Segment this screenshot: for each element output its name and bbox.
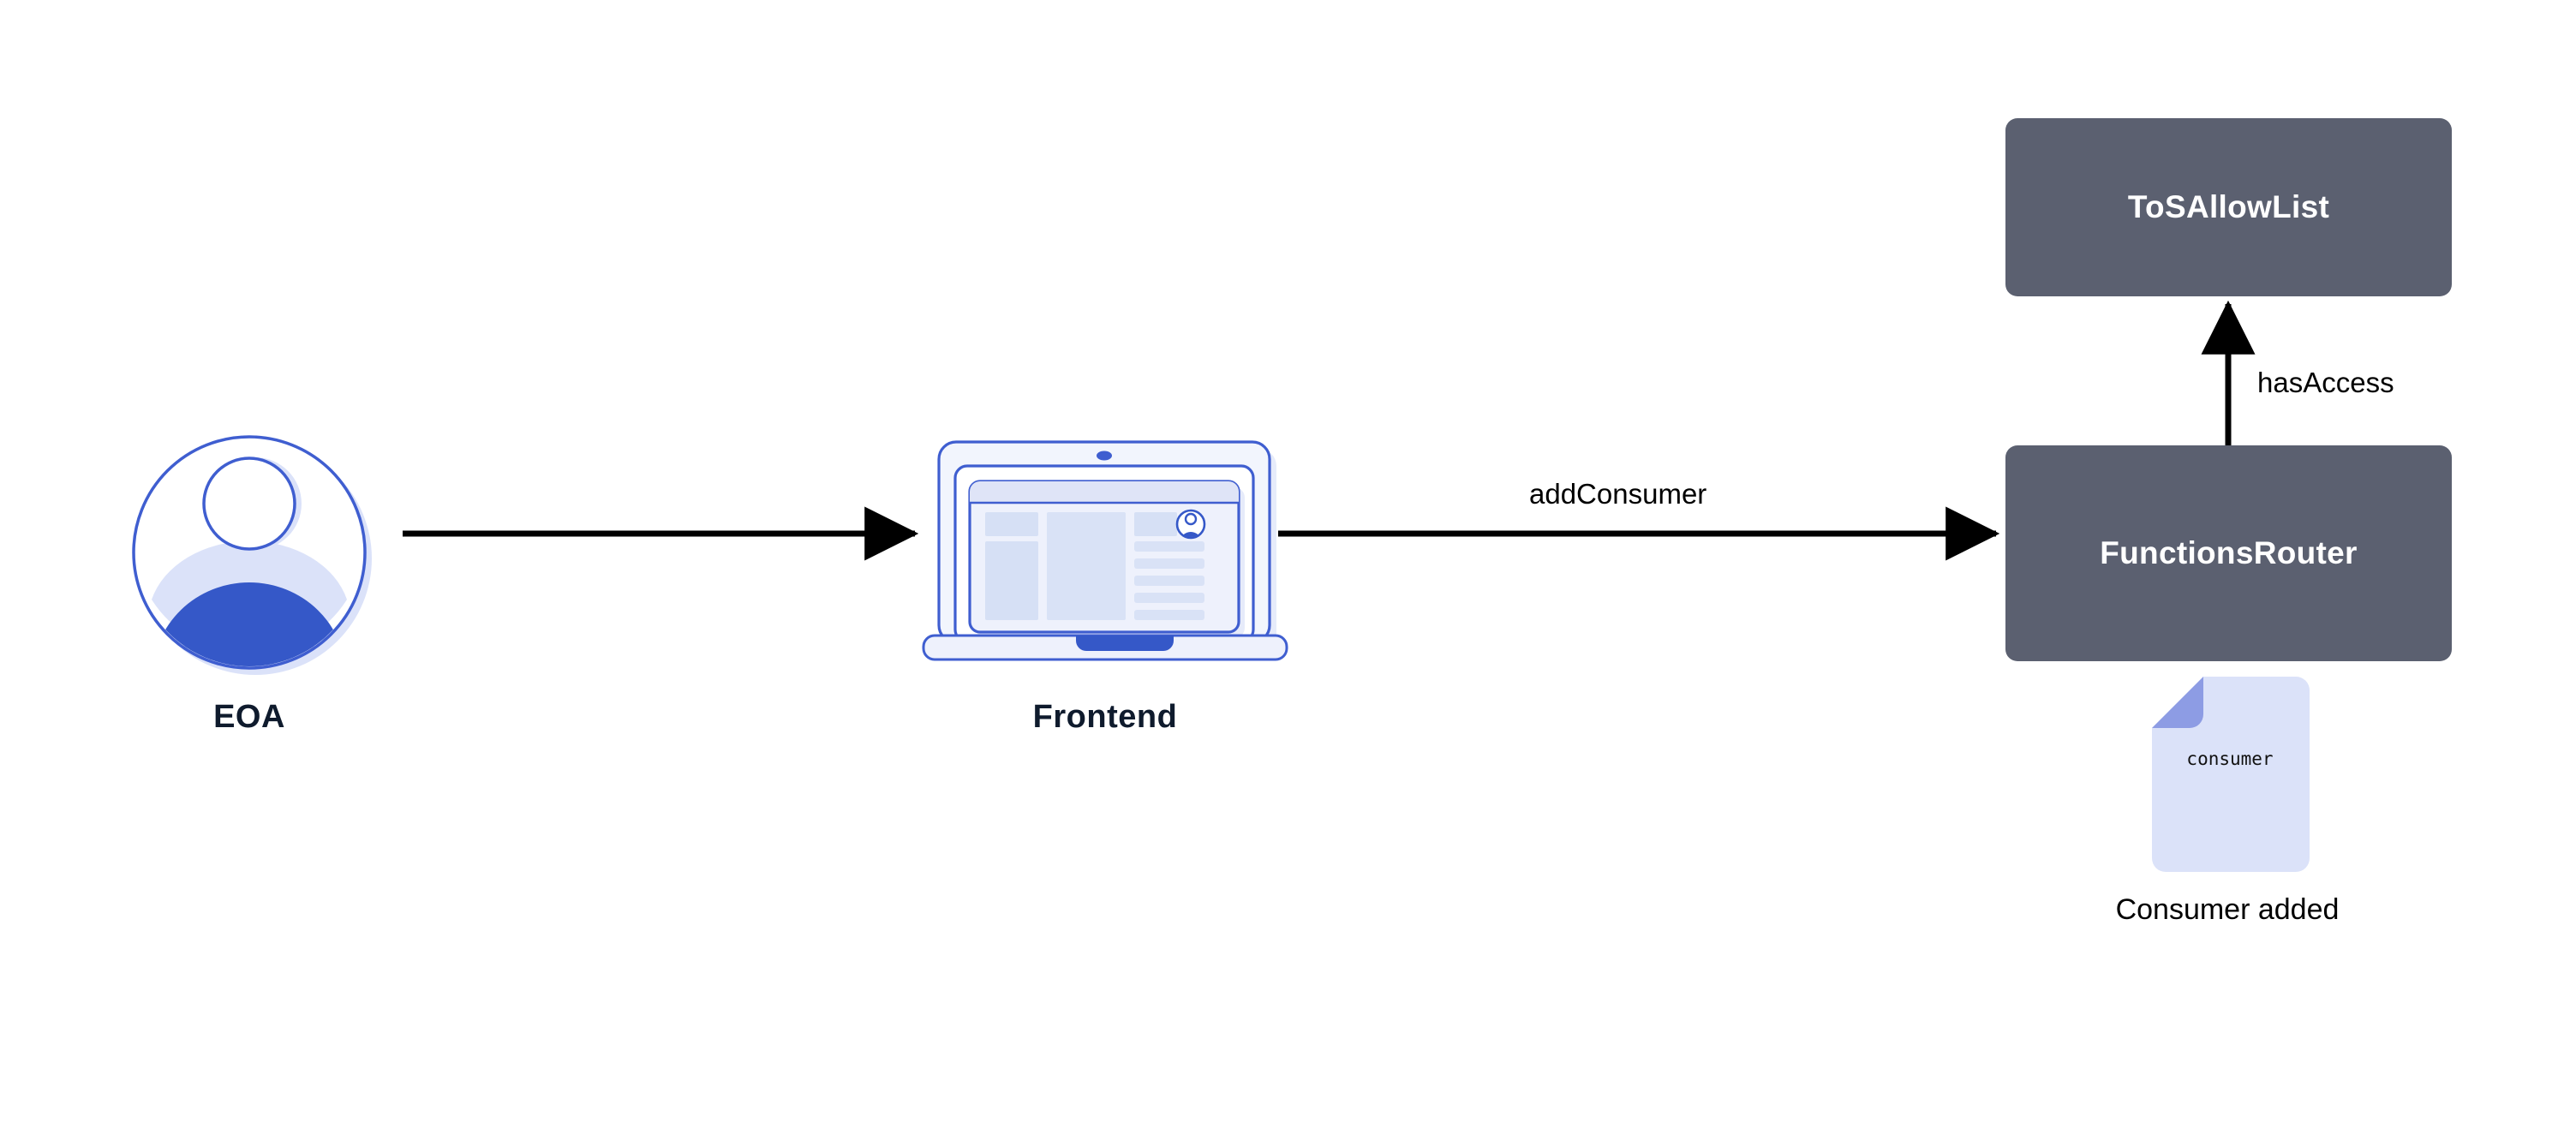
- node-frontend[interactable]: Frontend: [908, 428, 1302, 771]
- node-consumer-document[interactable]: consumer Consumer added: [2099, 675, 2356, 932]
- node-eoa-label: EOA: [213, 699, 285, 735]
- edge-label-has-access: hasAccess: [2257, 367, 2394, 398]
- laptop-icon: [922, 440, 1288, 661]
- node-tos-allow-list-label: ToSAllowList: [2127, 189, 2330, 224]
- node-tos-allow-list[interactable]: ToSAllowList: [2005, 118, 2452, 296]
- screen-user-avatar-icon: [1175, 509, 1206, 540]
- document-inner-label: consumer: [2186, 749, 2274, 769]
- node-eoa[interactable]: EOA: [125, 428, 374, 771]
- node-functions-router[interactable]: FunctionsRouter: [2005, 445, 2452, 661]
- edge-label-add-consumer: addConsumer: [1529, 478, 1707, 510]
- consumer-caption: Consumer added: [2115, 893, 2340, 926]
- node-frontend-label: Frontend: [1032, 699, 1178, 735]
- user-avatar-icon: [132, 435, 372, 675]
- node-functions-router-label: FunctionsRouter: [2100, 535, 2358, 570]
- document-icon: [2152, 677, 2310, 872]
